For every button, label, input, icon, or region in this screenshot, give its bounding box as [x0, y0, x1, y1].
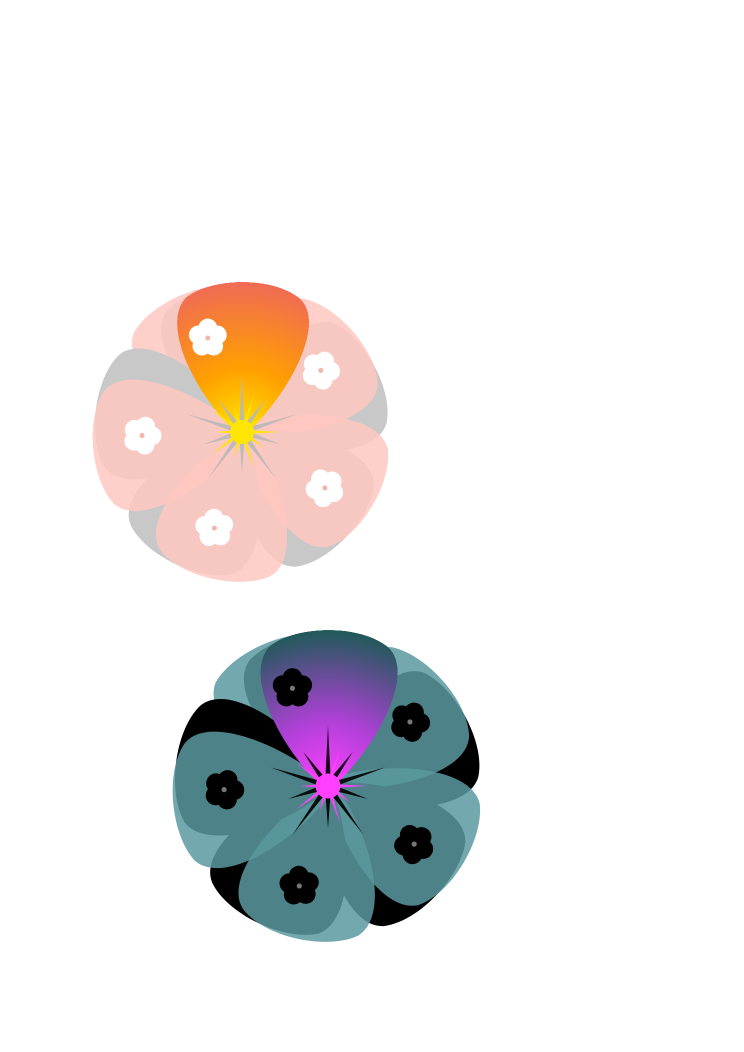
blossom-center [205, 335, 211, 341]
blossom-center [211, 525, 217, 531]
petal-blossom [124, 416, 162, 455]
blossom-center [221, 787, 227, 793]
petal-rim [155, 431, 288, 582]
petal-rim [172, 731, 329, 869]
petal-blossom [279, 865, 319, 905]
petal-blossom [188, 318, 227, 356]
petal-rim [92, 379, 243, 511]
blossom-center [322, 485, 328, 491]
purple-flower [172, 630, 481, 942]
petal-blossom [305, 469, 344, 508]
petal-blossom [272, 668, 313, 707]
orange-flower [92, 282, 389, 582]
blossom-center [318, 367, 324, 373]
blossom-center [411, 841, 417, 847]
petal-blossom [195, 508, 234, 546]
blossom-center [296, 883, 302, 889]
blossom-center [139, 433, 145, 438]
petal-rim [238, 785, 375, 942]
petal-blossom [205, 770, 245, 810]
blossom-center [407, 719, 413, 725]
blossom-center [289, 685, 296, 691]
flower-center [230, 420, 254, 444]
flower-center [315, 773, 341, 799]
petal-blossom [391, 702, 430, 742]
petal-blossom [394, 825, 434, 865]
petal-blossom [302, 351, 341, 390]
